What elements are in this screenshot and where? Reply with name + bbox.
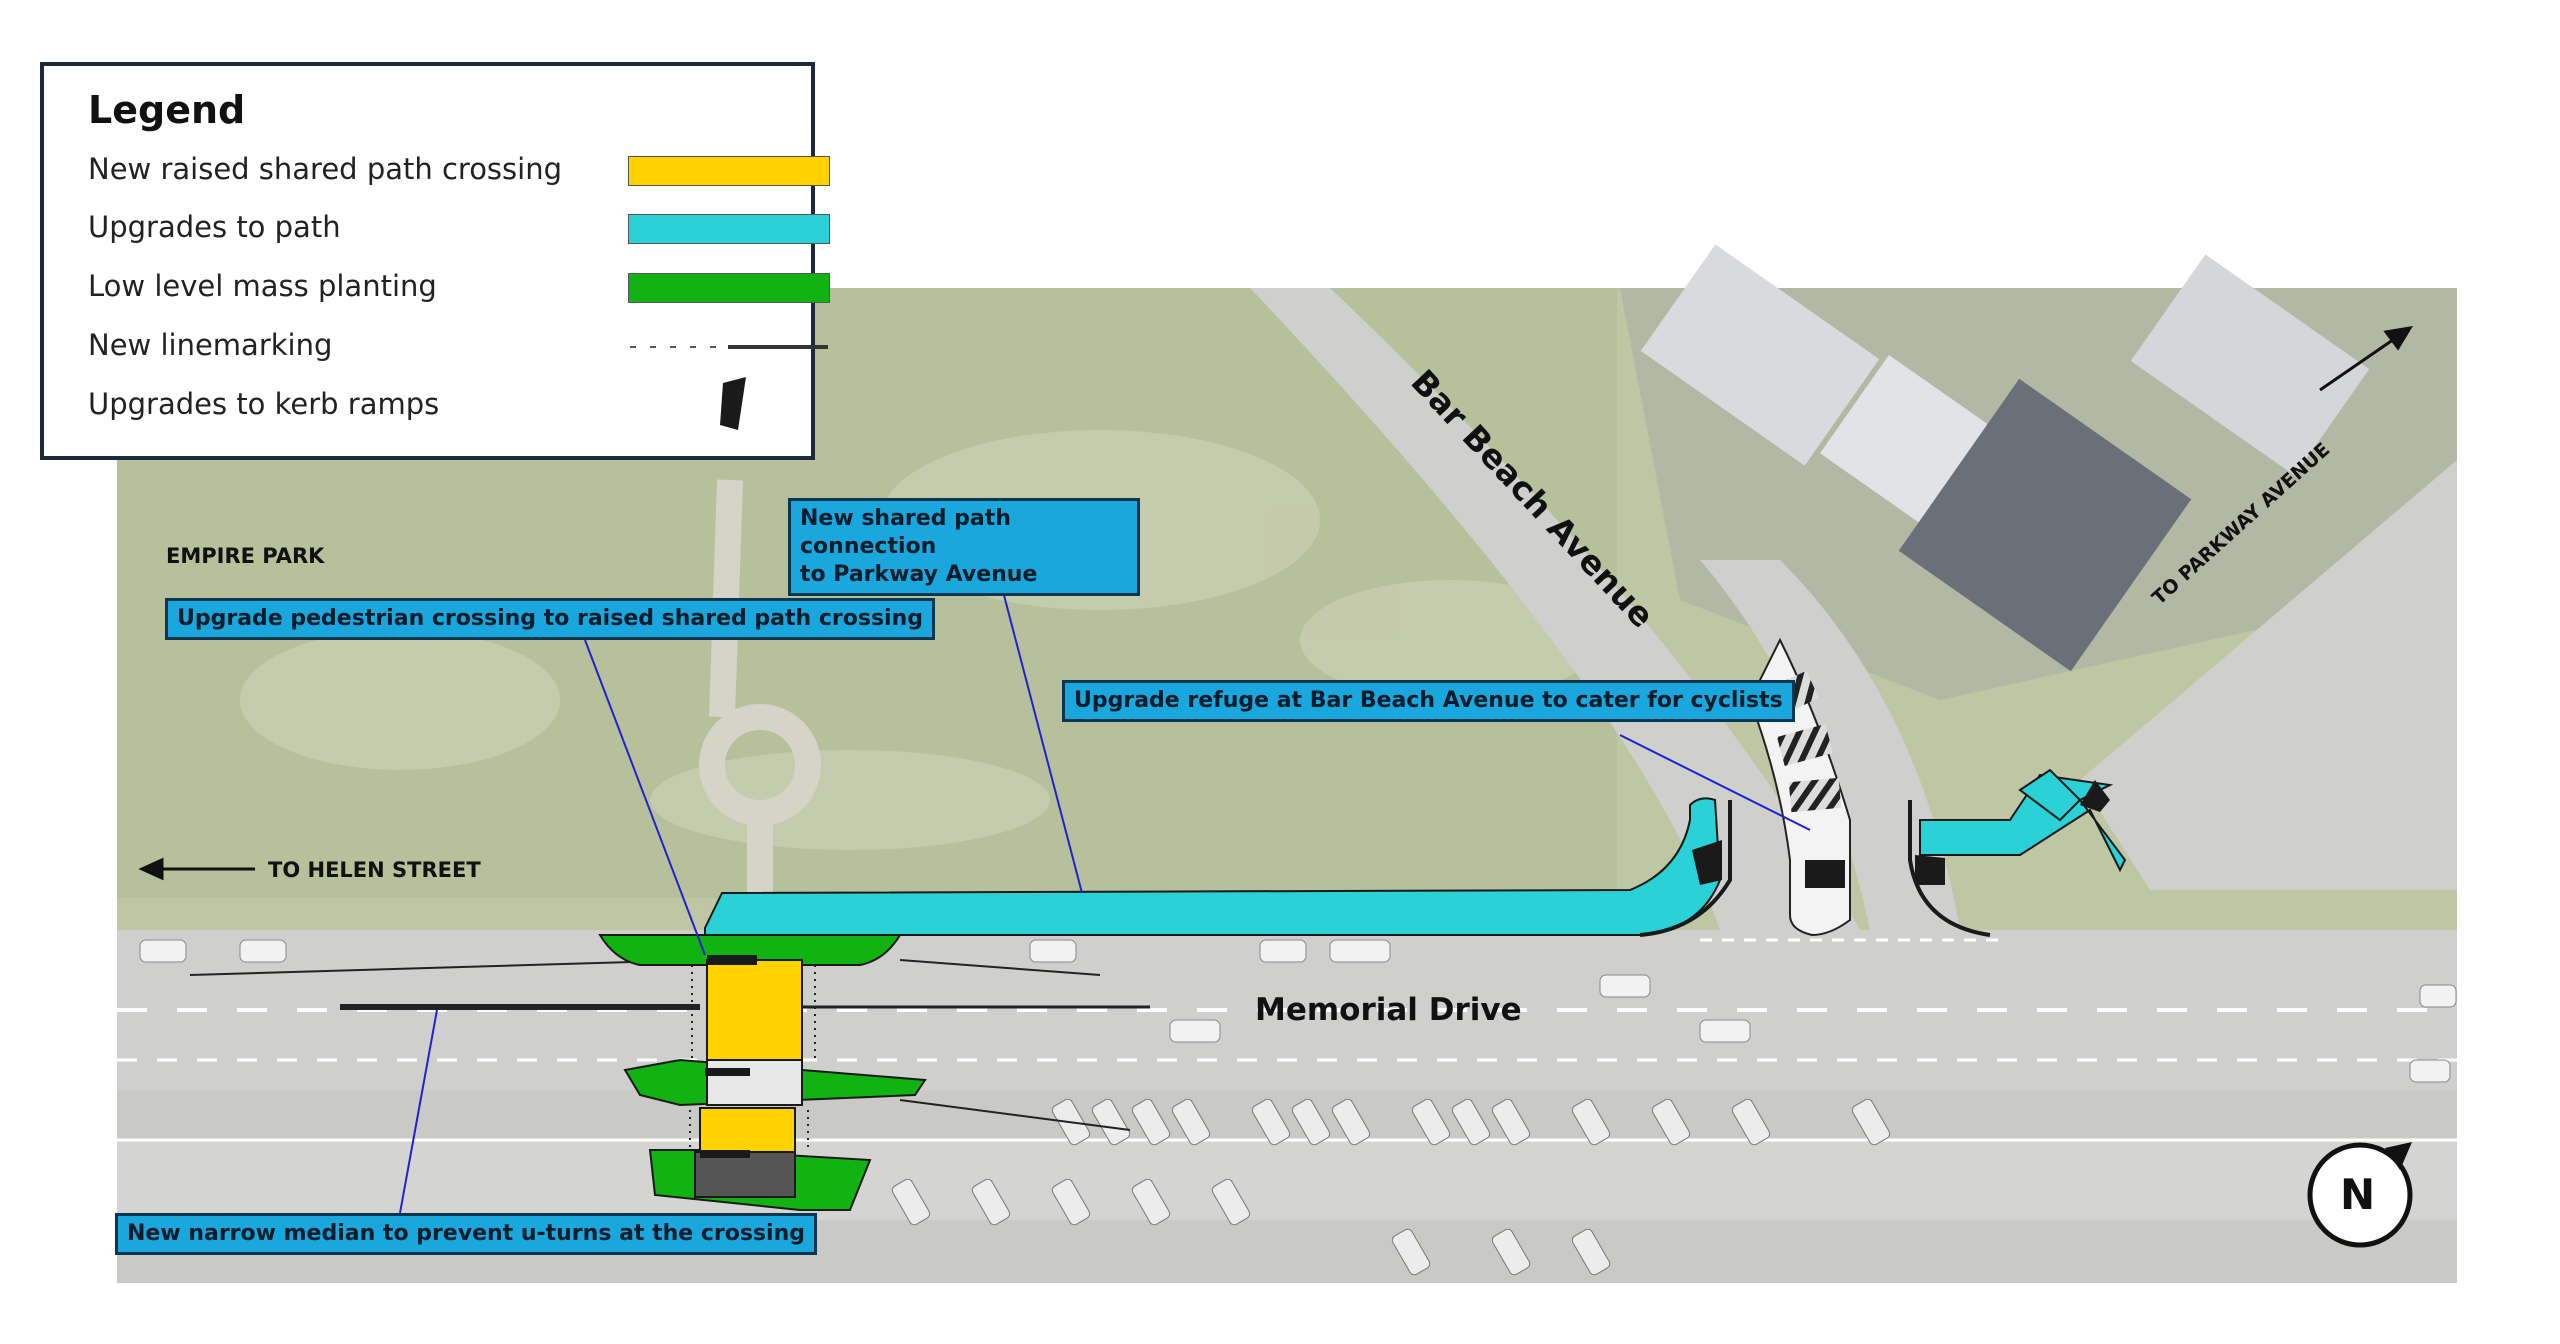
refuge-hatch-3: [1788, 777, 1842, 813]
legend-panel: Legend New raised shared path crossing U…: [40, 62, 830, 460]
leader-lines: [399, 579, 1811, 1214]
roof-4: [2130, 254, 2370, 476]
legend-title: Legend: [88, 88, 246, 132]
kerb-curve-west: [1639, 800, 1732, 937]
legend-item-planting: Low level mass planting: [88, 265, 830, 305]
legend-item-path-upgrades: Upgrades to path: [88, 206, 830, 246]
north-letter: N: [2340, 1170, 2376, 1219]
crossing-ramps: [700, 955, 757, 1158]
callout-upgrade-refuge: Upgrade refuge at Bar Beach Avenue to ca…: [1062, 680, 1795, 722]
label-to-helen-street: TO HELEN STREET: [268, 858, 481, 882]
callout-narrow-median: New narrow median to prevent u-turns at …: [115, 1213, 817, 1255]
swatch-linemarking: [630, 345, 828, 349]
label-empire-park: EMPIRE PARK: [166, 544, 325, 568]
callout-shared-path-connection: New shared path connection to Parkway Av…: [788, 498, 1140, 596]
legend-item-raised-crossing: New raised shared path crossing: [88, 148, 830, 188]
kerb-ramp-icon: [720, 377, 746, 430]
roof-3: [1898, 378, 2192, 672]
south-road: [117, 1140, 2457, 1220]
north-arrow-icon: [2307, 1142, 2413, 1248]
swatch-path-upgrades: [628, 214, 830, 244]
carpark-east: [2080, 460, 2457, 890]
label-memorial-drive: Memorial Drive: [1255, 992, 1522, 1028]
path-upgrade-diagonal: [2018, 768, 2082, 822]
raised-crossing-dark: [694, 1151, 796, 1198]
refuge-cutthrough: [1805, 860, 1845, 888]
direction-arrows: [138, 325, 2413, 881]
callout-upgrade-ped-crossing: Upgrade pedestrian crossing to raised sh…: [165, 598, 936, 640]
swatch-raised-crossing: [628, 156, 830, 186]
planting-north: [598, 934, 902, 966]
raised-crossing-north: [706, 959, 803, 1061]
raised-crossing-south: [699, 1107, 796, 1154]
kerb-curve-east: [1908, 800, 1991, 937]
legend-item-kerb-ramps: Upgrades to kerb ramps: [88, 377, 788, 430]
refuge-hatch-2: [1776, 724, 1834, 766]
parked-cars: [139, 939, 2457, 1083]
roof-1: [1640, 244, 1880, 466]
crossing-tick-marks: [689, 965, 816, 1150]
legend-item-linemarking: New linemarking: [88, 324, 828, 364]
raised-crossing-median: [706, 1059, 803, 1106]
angle-parking: [891, 1098, 1891, 1276]
bar-beach-road: [1250, 288, 1860, 930]
new-linemarking: [189, 938, 2000, 1131]
swatch-planting: [628, 273, 830, 303]
